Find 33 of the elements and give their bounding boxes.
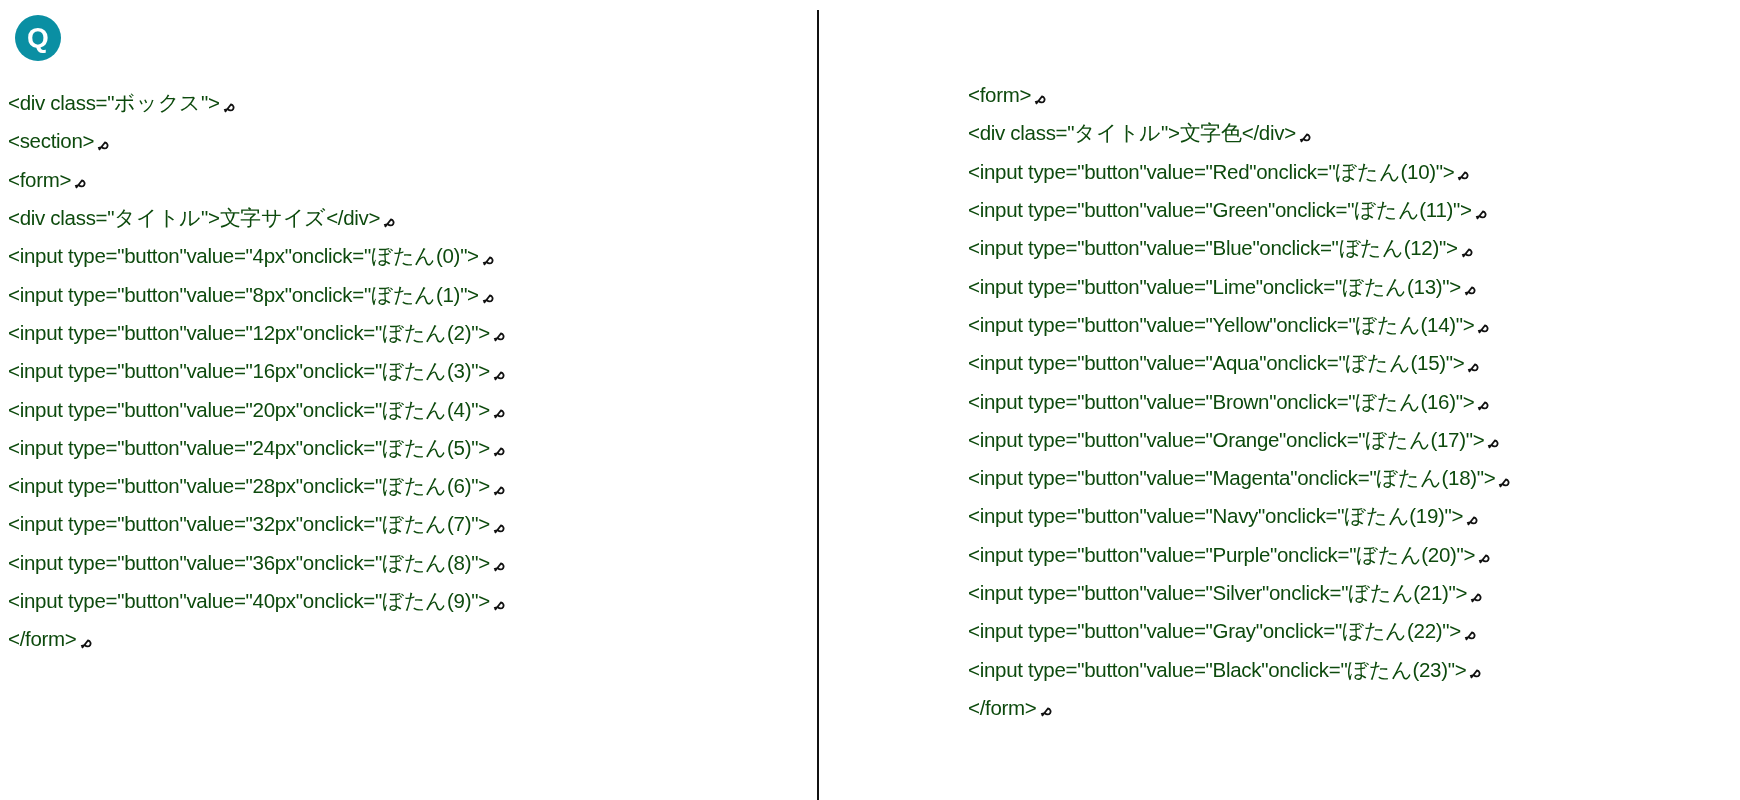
code-line: <div class="タイトル">文字サイズ</div>: [8, 205, 381, 232]
code-line: <input type="button"value="Blue"onclick="ぼたん(12)">: [968, 235, 1458, 262]
question-badge: Q: [15, 15, 61, 61]
code-line: <input type="button"value="12px"onclick="ぼたん(2)">: [8, 319, 490, 346]
code-line: <input type="button"value="Red"onclick="ぼたん(10)">: [968, 158, 1455, 185]
code-line: <input type="button"value="Black"onclick="ぼたん(23)">: [968, 656, 1467, 683]
code-line: </form>: [8, 627, 77, 652]
code-line: <div class="ボックス">: [8, 90, 220, 117]
code-line: <section>: [8, 129, 95, 154]
code-line: <input type="button"value="Brown"onclick="ぼたん(16)">: [968, 388, 1475, 415]
code-line: <div class="タイトル">文字色</div>: [968, 120, 1296, 147]
code-line: <input type="button"value="Orange"onclick="ぼたん(17)">: [968, 426, 1485, 453]
code-line: <input type="button"value="Aqua"onclick="ぼたん(15)">: [968, 350, 1465, 377]
code-line: <input type="button"value="Magenta"onclick="ぼたん(18)">: [968, 465, 1496, 492]
code-line: <input type="button"value="Gray"onclick="ぼたん(22)">: [968, 618, 1461, 645]
code-line: <input type="button"value="28px"onclick="ぼたん(6)">: [8, 473, 490, 500]
code-line: <input type="button"value="4px"onclick="ぼたん(0)">: [8, 243, 479, 270]
code-line: <input type="button"value="36px"onclick="ぼたん(8)">: [8, 549, 490, 576]
code-line: <input type="button"value="8px"onclick="ぼたん(1)">: [8, 281, 479, 308]
code-line: <input type="button"value="Navy"onclick="ぼたん(19)">: [968, 503, 1464, 530]
code-line: <input type="button"value="20px"onclick="ぼたん(4)">: [8, 396, 490, 423]
code-line: <input type="button"value="Lime"onclick="ぼたん(13)">: [968, 273, 1461, 300]
code-line: <form>: [968, 83, 1032, 108]
code-line: <input type="button"value="Green"onclick="ぼたん(11)">: [968, 197, 1472, 224]
code-line: <form>: [8, 167, 72, 192]
code-line: </form>: [968, 695, 1037, 720]
code-line: <input type="button"value="32px"onclick="ぼたん(7)">: [8, 511, 490, 538]
code-line: <input type="button"value="Silver"onclick="ぼたん(21)">: [968, 580, 1468, 606]
code-line: <input type="button"value="24px"onclick="ぼたん(5)">: [8, 434, 490, 461]
code-line: <input type="button"value="Purple"onclick="ぼたん(20)">: [968, 541, 1476, 568]
code-line: <input type="button"value="16px"onclick="ぼたん(3)">: [8, 358, 490, 385]
code-line: <input type="button"value="40px"onclick="ぼたん(9)">: [8, 588, 490, 614]
code-line: <input type="button"value="Yellow"onclick="ぼたん(14)">: [968, 311, 1475, 338]
